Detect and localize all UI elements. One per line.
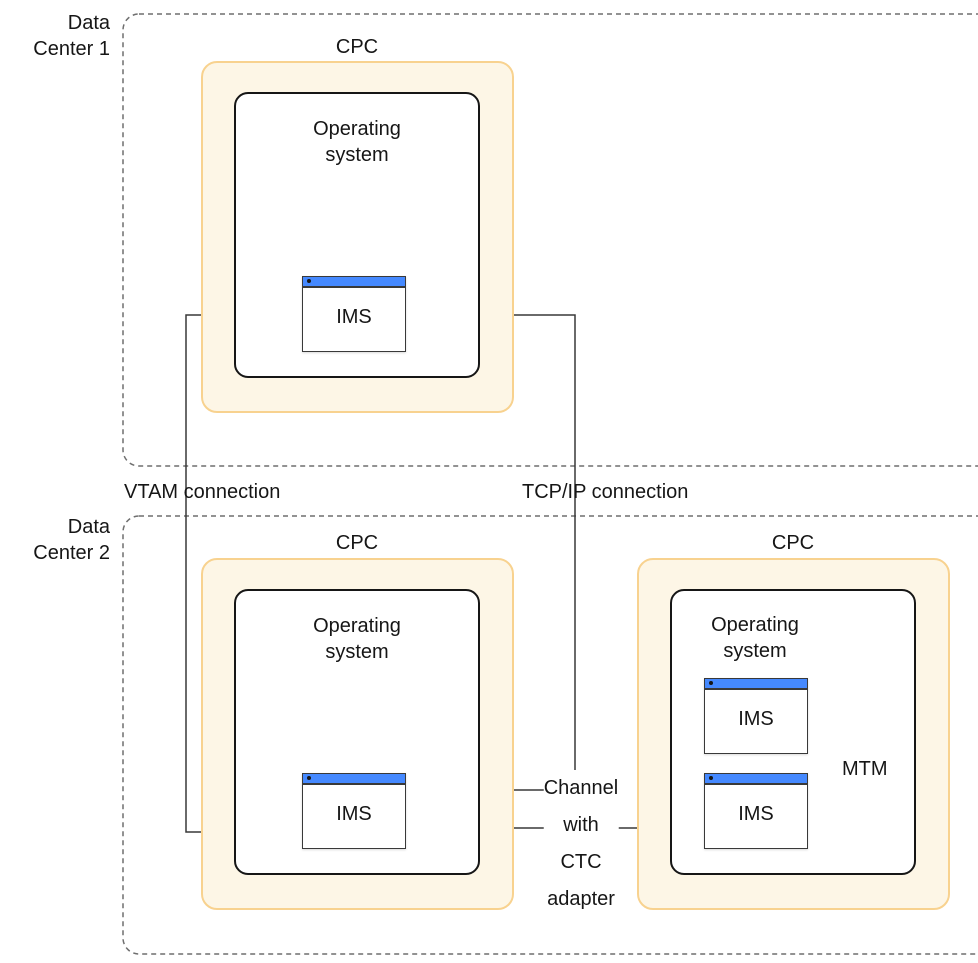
channel-ctc-label: Channel with CTC adapter: [543, 770, 619, 918]
ims-label: IMS: [738, 708, 774, 730]
ims-titlebar: [705, 774, 807, 785]
cpc-3-title: CPC: [771, 532, 815, 554]
vtam-connection-label: VTAM connection: [124, 481, 281, 503]
ims-titlebar: [303, 774, 405, 785]
ims-dc2-left: IMS: [302, 773, 406, 849]
cpc-2-title: CPC: [335, 532, 379, 554]
data-center-1-boundary: [122, 13, 978, 467]
data-center-2-boundary: [122, 515, 978, 955]
cpc-2-os-label: Operating system: [313, 615, 401, 663]
data-center-2-label: Data Center 2: [33, 516, 110, 564]
cpc-1-title: CPC: [335, 36, 379, 58]
ims-titlebar: [303, 277, 405, 288]
data-center-1-label: Data Center 1: [33, 12, 110, 60]
mtm-label: MTM: [842, 758, 888, 780]
ims-dc2-right-top: IMS: [704, 678, 808, 754]
tcpip-connection-label: TCP/IP connection: [522, 481, 689, 503]
ims-label: IMS: [336, 803, 372, 825]
cpc-3-os-label: Operating system: [711, 614, 799, 662]
ims-label: IMS: [738, 803, 774, 825]
ims-dc2-right-bottom: IMS: [704, 773, 808, 849]
ims-titlebar: [705, 679, 807, 690]
ims-label: IMS: [336, 306, 372, 328]
ims-dc1: IMS: [302, 276, 406, 352]
cpc-1-os-label: Operating system: [313, 118, 401, 166]
